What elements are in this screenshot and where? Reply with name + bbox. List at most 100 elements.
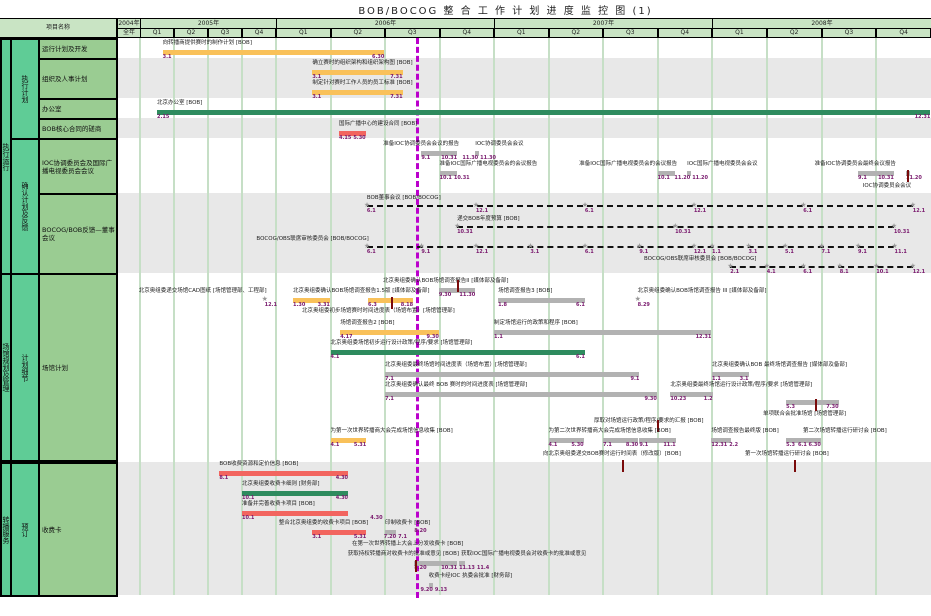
task-bar [312,90,403,95]
task-bar [711,438,731,443]
end-date-label: 6.1 [575,302,585,308]
task-bar [687,171,692,176]
end-date-label: 7.31 [390,74,403,80]
recurring-dashed-line [457,226,894,228]
start-date-label: 4.15 [338,135,352,141]
milestone-date-label: 6.1 [584,208,594,214]
milestone-date-label: 12.1 [475,249,489,255]
milestone-star-icon: ★ [690,242,698,250]
milestone-star-icon: ★ [634,295,641,303]
milestone-star-icon: ★ [891,242,898,250]
end-date-label: 3.1 [739,376,749,382]
start-date-label: 4.17 [340,334,353,340]
quarter-header: Q4 [658,29,711,37]
task-bar [330,350,585,355]
milestone-date-label: 7.1 [821,249,831,255]
year-header: 2007年 [495,19,712,28]
end-date-label: 9.20 [420,587,433,593]
end-date-label: 9.30 [426,334,439,340]
start-date-label: 4.1 [548,442,558,448]
task-bar [330,438,367,443]
task-bar [421,151,458,156]
milestone-date-label: 11.1 [894,249,907,255]
quarter-gridline [207,38,209,595]
task-label: 准备并完善收费卡项目 [BOB] [242,501,315,507]
task-label: 场馆调查报告2 [BOB] [340,320,395,326]
start-date-label: 8.20 [414,565,427,571]
milestone-date-label: 6.1 [803,269,813,275]
start-date-label: 5.3 [786,442,796,448]
milestone-date-label: 9.1 [639,249,649,255]
task-label: 第二次场馆转播运行研讨会 [BOB] [803,428,887,434]
task-label: 整合北京奥组委的收费卡项目 [BOB] [278,520,369,526]
task-bar [639,438,676,443]
arrow-down-icon [907,170,909,182]
task-bar [312,70,403,75]
quarter-header: Q1 [713,29,766,37]
start-date-label: 6.3 [368,302,377,308]
quarter-gridline [602,38,604,595]
group-label: 转播服务 [0,462,12,597]
task-label: 北京奥组委收费卡细则 [财务部] [242,481,320,487]
milestone-date-label: 3.1 [748,249,758,255]
task-label: 北京奥组委最终场馆时间进度表（场馆布置）[场馆管理部] [385,362,527,368]
end-date-label: 4.30 [370,515,383,521]
end-date-label: 12.31 [695,334,712,340]
subgroup-label: 计划细节 [10,273,40,462]
quarter-gridline [820,38,823,595]
start-date-label: 7.1 [385,396,394,402]
start-date-label: 11.30 [480,155,496,161]
task-bar [603,438,639,443]
milestone-star-icon: ★ [873,262,880,270]
row-label: 办公室 [38,98,118,120]
task-label: 单项联合会批准场馆 [场馆管理部] [763,411,847,417]
task-bar [786,400,839,405]
milestone-star-icon: ★ [890,222,898,230]
milestone-date-label: 10.31 [675,229,691,235]
task-bar [162,50,385,55]
milestone-star-icon: ★ [763,262,771,270]
arrow-down-icon [415,560,417,572]
task-label: 在第一次世界转播上大会上分发收费卡 [BOB] [352,541,464,547]
milestone-date-label: 6.1 [584,249,594,255]
row-label: 收费卡 [38,462,118,597]
start-date-label: 9.1 [639,442,649,448]
quarter-gridline [384,38,386,595]
end-date-label: 11.1 [663,442,676,448]
quarter-header: Q4 [243,29,275,37]
start-date-label: 10.1 [657,175,670,181]
task-label: 为第一次世界转播商大会完成场馆信息收集 [BOB] [330,428,453,434]
task-bar [385,392,657,397]
arrow-down-icon [622,460,624,472]
milestone-date-label: 10.1 [876,269,889,275]
milestone-star-icon: ★ [527,242,534,250]
milestone-star-icon: ★ [800,201,807,209]
task-bar [858,171,894,176]
chart-title: BOB/BOCOG 整 合 工 作 计 划 进 度 监 控 图 (1) [358,6,653,17]
start-date-label: 10.1 [439,175,452,181]
milestone-date-label: 4.1 [766,269,776,275]
task-label: 制定针对赛时工作人员的员工标准 [BOB] [312,80,413,86]
milestone-date-label: 6.1 [803,208,813,214]
milestone-date-label: 2.1 [730,269,740,275]
start-date-label: 7.1 [385,376,394,382]
end-date-label: 10.31 [441,565,458,571]
task-label: 场馆调查报告3 [BOB] [498,288,553,294]
row-label: 场馆计划 [38,273,118,462]
project-name-header: 项目名称 [0,19,116,37]
quarter-header: Q1 [495,29,548,37]
task-bar [340,330,439,335]
quarter-header: Q2 [549,29,602,37]
quarter-gridline [241,38,243,595]
task-bar [494,330,712,335]
row-label: BOB核心合同的磋商 [38,118,118,140]
group-label: 执行运行 [0,38,12,275]
milestone-date-label: 12.1 [693,249,707,255]
start-date-label: 1.8 [498,302,507,308]
quarter-header: Q3 [209,29,241,37]
milestone-star-icon: ★ [818,242,825,250]
start-date-label: 12.1 [264,302,277,308]
task-label: 北京奥组委确认BOB场馆调查报告1.5版 [媒体部及备部] [292,288,430,294]
end-date-label: 6.1 6.30 [797,442,821,448]
quarter-gridline [173,38,175,595]
